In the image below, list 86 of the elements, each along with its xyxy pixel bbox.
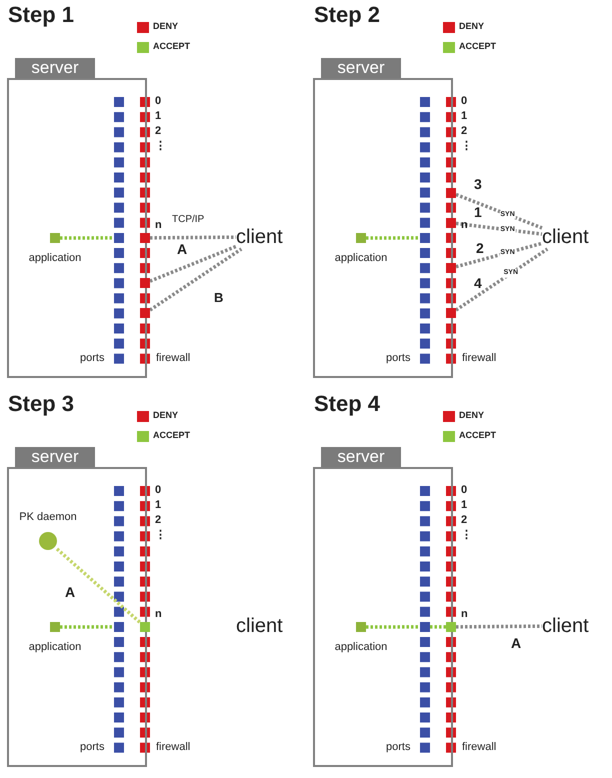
dotted-line	[366, 625, 420, 629]
port-number: 0	[461, 484, 468, 498]
dotted-line	[150, 235, 236, 240]
firewall-port-square	[140, 308, 150, 318]
port-square	[114, 622, 124, 632]
daemon-label: PK daemon	[19, 510, 77, 524]
application-label: application	[334, 641, 388, 653]
dotted-line	[430, 625, 446, 629]
column-label: firewall	[462, 740, 496, 754]
port-number: ⋮	[461, 140, 472, 154]
column-label: firewall	[462, 352, 496, 365]
port-number: ⋮	[155, 529, 166, 542]
firewall-port-square	[140, 278, 150, 288]
protocol-label: TCP/IP	[172, 214, 204, 226]
client-label: client	[236, 614, 283, 638]
port-number: n	[155, 218, 162, 232]
client-label: client	[542, 614, 589, 638]
legend-label: DENY	[153, 21, 178, 32]
firewall-port-square	[140, 232, 150, 243]
port-number: ⋮	[155, 140, 166, 154]
firewall-port-square	[446, 622, 456, 632]
port-number: n	[155, 608, 162, 622]
port-number: 2	[155, 125, 162, 138]
port-number: ⋮	[461, 529, 472, 542]
dotted-line	[455, 192, 543, 230]
line-label: B	[214, 290, 224, 306]
legend-label: DENY	[459, 410, 484, 421]
port-square	[420, 622, 430, 632]
column-label: ports	[80, 740, 104, 754]
step-heading: Step 4	[314, 391, 380, 418]
step-heading: Step 2	[314, 2, 380, 28]
firewall-port-square	[446, 188, 456, 198]
server-tab: server	[15, 447, 95, 467]
port-number: 2	[461, 514, 468, 528]
legend-label: DENY	[153, 410, 178, 421]
dotted-line	[56, 548, 142, 624]
port-number: 1	[155, 110, 162, 124]
application-label: application	[334, 252, 388, 264]
port-number: 0	[461, 95, 468, 108]
legend-label: ACCEPT	[153, 41, 190, 52]
legend-label: DENY	[459, 21, 484, 32]
port-square	[420, 232, 430, 243]
client-label: client	[542, 225, 589, 249]
client-label: client	[236, 225, 283, 249]
dotted-line	[366, 236, 420, 240]
firewall-port-square	[446, 263, 456, 274]
application-label: application	[28, 641, 82, 653]
legend-label: ACCEPT	[459, 41, 496, 52]
server-tab: server	[321, 58, 401, 78]
port-number: n	[461, 608, 468, 622]
column-label: firewall	[156, 352, 190, 365]
port-square	[114, 232, 124, 243]
port-number: 2	[155, 514, 162, 528]
column-label: firewall	[156, 740, 190, 754]
column-label: ports	[80, 352, 104, 365]
step-heading: Step 1	[8, 2, 74, 28]
dotted-line	[60, 236, 114, 240]
dotted-line	[149, 248, 242, 312]
firewall-port-square	[446, 308, 456, 318]
port-number: 1	[461, 499, 468, 512]
port-number: 0	[155, 95, 162, 108]
knock-number: 1	[474, 204, 482, 221]
port-number: 2	[461, 125, 468, 138]
legend-label: ACCEPT	[459, 430, 496, 441]
port-number: 0	[155, 484, 162, 498]
port-number: 1	[461, 110, 468, 124]
server-tab: server	[321, 447, 401, 467]
dotted-line	[60, 625, 114, 629]
step-heading: Step 3	[8, 391, 74, 418]
knock-number: 2	[476, 240, 484, 257]
dotted-line	[149, 244, 237, 283]
dotted-line	[456, 624, 542, 629]
column-label: ports	[386, 352, 410, 365]
port-number: n	[461, 218, 468, 232]
knock-number: 4	[474, 275, 482, 292]
firewall-port-square	[140, 622, 150, 632]
column-label: ports	[386, 740, 410, 754]
firewall-port-square	[446, 218, 456, 228]
port-number: 1	[155, 499, 162, 512]
dotted-line	[456, 222, 542, 236]
knock-number: 3	[474, 176, 482, 193]
legend-label: ACCEPT	[153, 430, 190, 441]
application-label: application	[28, 252, 82, 264]
server-tab: server	[15, 58, 95, 78]
dotted-line	[456, 242, 542, 268]
dotted-line	[455, 248, 548, 312]
